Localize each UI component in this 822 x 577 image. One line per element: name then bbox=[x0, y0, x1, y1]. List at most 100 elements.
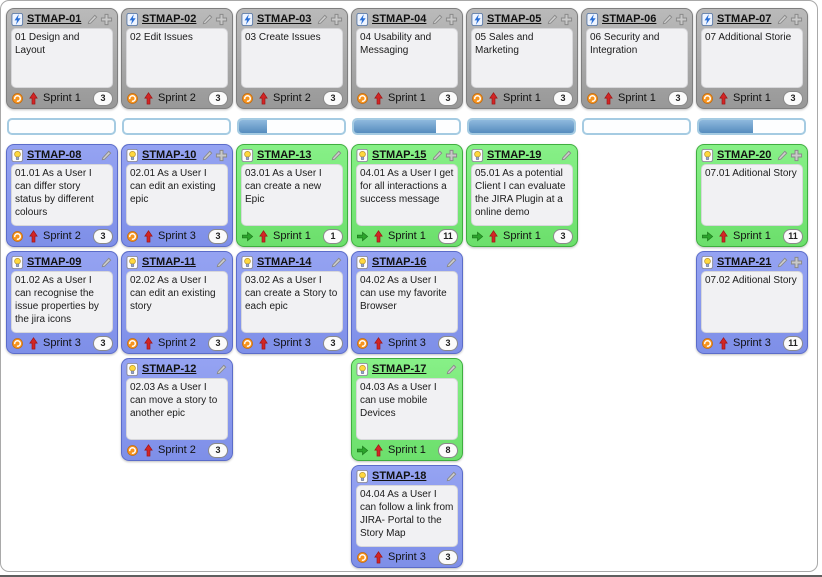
plus-icon[interactable] bbox=[790, 13, 803, 26]
story-card-stmap-19[interactable]: STMAP-19 05.01 As a potential Client I c… bbox=[466, 144, 578, 247]
issue-key-link[interactable]: STMAP-21 bbox=[717, 256, 772, 268]
pencil-icon[interactable] bbox=[201, 149, 214, 162]
plus-icon[interactable] bbox=[560, 13, 573, 26]
story-card-stmap-13[interactable]: STMAP-13 03.01 As a User I can create a … bbox=[236, 144, 348, 247]
issue-key-link[interactable]: STMAP-15 bbox=[372, 149, 427, 161]
pencil-icon[interactable] bbox=[431, 149, 444, 162]
estimate-badge: 3 bbox=[208, 335, 228, 351]
epic-card-stmap-06[interactable]: STMAP-06 06 Security and Integration Spr… bbox=[581, 8, 693, 109]
card-footer: Sprint 2 3 bbox=[241, 90, 343, 106]
pencil-icon[interactable] bbox=[431, 13, 444, 26]
issue-key-link[interactable]: STMAP-14 bbox=[257, 256, 312, 268]
pencil-icon[interactable] bbox=[86, 13, 99, 26]
pencil-icon[interactable] bbox=[661, 13, 674, 26]
red-up-arrow-priority-icon bbox=[27, 229, 40, 243]
issue-key-link[interactable]: STMAP-05 bbox=[487, 13, 542, 25]
issue-key-link[interactable]: STMAP-11 bbox=[142, 256, 196, 268]
plus-icon[interactable] bbox=[100, 13, 113, 26]
estimate-badge: 3 bbox=[208, 228, 228, 244]
issue-key-link[interactable]: STMAP-08 bbox=[27, 149, 82, 161]
pencil-icon[interactable] bbox=[100, 149, 113, 162]
pencil-icon[interactable] bbox=[215, 363, 228, 376]
story-card-stmap-08[interactable]: STMAP-08 01.01 As a User I can differ st… bbox=[6, 144, 118, 247]
card-footer: Sprint 1 3 bbox=[701, 90, 803, 106]
epic-column-6: STMAP-06 06 Security and Integration Spr… bbox=[581, 8, 693, 568]
pencil-icon[interactable] bbox=[215, 256, 228, 269]
story-card-stmap-17[interactable]: STMAP-17 04.03 As a User I can use mobil… bbox=[351, 358, 463, 461]
card-header: STMAP-11 bbox=[126, 254, 228, 270]
lightning-page-icon bbox=[701, 12, 714, 26]
epic-card-stmap-05[interactable]: STMAP-05 05 Sales and Marketing Sprint 1… bbox=[466, 8, 578, 109]
plus-icon[interactable] bbox=[330, 13, 343, 26]
plus-icon[interactable] bbox=[790, 256, 803, 269]
story-card-stmap-21[interactable]: STMAP-21 07.02 Aditional Story Sprint 3 … bbox=[696, 251, 808, 354]
issue-key-link[interactable]: STMAP-04 bbox=[372, 13, 427, 25]
pencil-icon[interactable] bbox=[546, 13, 559, 26]
card-actions bbox=[776, 149, 803, 162]
pencil-icon[interactable] bbox=[201, 13, 214, 26]
story-card-stmap-14[interactable]: STMAP-14 03.02 As a User I can create a … bbox=[236, 251, 348, 354]
story-card-stmap-15[interactable]: STMAP-15 04.01 As a User I get for all i… bbox=[351, 144, 463, 247]
epic-card-stmap-04[interactable]: STMAP-04 04 Usability and Messaging Spri… bbox=[351, 8, 463, 109]
issue-key-link[interactable]: STMAP-18 bbox=[372, 470, 427, 482]
sprint-label: Sprint 1 bbox=[503, 230, 541, 242]
card-header: STMAP-13 bbox=[241, 147, 343, 163]
plus-icon[interactable] bbox=[445, 13, 458, 26]
sprint-label: Sprint 1 bbox=[503, 92, 541, 104]
lightbulb-page-icon bbox=[241, 255, 254, 269]
issue-key-link[interactable]: STMAP-10 bbox=[142, 149, 197, 161]
pencil-icon[interactable] bbox=[316, 13, 329, 26]
issue-key-link[interactable]: STMAP-03 bbox=[257, 13, 312, 25]
issue-key-link[interactable]: STMAP-20 bbox=[717, 149, 772, 161]
story-card-stmap-10[interactable]: STMAP-10 02.01 As a User I can edit an e… bbox=[121, 144, 233, 247]
pencil-icon[interactable] bbox=[560, 149, 573, 162]
plus-icon[interactable] bbox=[215, 13, 228, 26]
issue-key-link[interactable]: STMAP-07 bbox=[717, 13, 772, 25]
issue-summary: 02.03 As a User I can move a story to an… bbox=[126, 378, 228, 440]
issue-key-link[interactable]: STMAP-13 bbox=[257, 149, 312, 161]
pencil-icon[interactable] bbox=[330, 256, 343, 269]
issue-key-link[interactable]: STMAP-12 bbox=[142, 363, 197, 375]
progress-fill bbox=[469, 120, 574, 133]
issue-key-link[interactable]: STMAP-01 bbox=[27, 13, 82, 25]
epic-card-stmap-01[interactable]: STMAP-01 01 Design and Layout Sprint 1 3 bbox=[6, 8, 118, 109]
pencil-icon[interactable] bbox=[100, 256, 113, 269]
pencil-icon[interactable] bbox=[776, 13, 789, 26]
issue-key-link[interactable]: STMAP-06 bbox=[602, 13, 657, 25]
plus-icon[interactable] bbox=[790, 149, 803, 162]
pencil-icon[interactable] bbox=[330, 149, 343, 162]
card-footer: Sprint 1 3 bbox=[356, 90, 458, 106]
sprint-label: Sprint 3 bbox=[43, 337, 81, 349]
story-card-stmap-16[interactable]: STMAP-16 04.02 As a User I can use my fa… bbox=[351, 251, 463, 354]
issue-summary: 07 Additional Storie bbox=[701, 28, 803, 88]
red-up-arrow-priority-icon bbox=[27, 336, 40, 350]
card-footer: Sprint 1 3 bbox=[471, 228, 573, 244]
issue-summary: 01.02 As a User I can recognise the issu… bbox=[11, 271, 113, 333]
pencil-icon[interactable] bbox=[776, 149, 789, 162]
plus-icon[interactable] bbox=[215, 149, 228, 162]
pencil-icon[interactable] bbox=[445, 363, 458, 376]
card-footer: Sprint 1 3 bbox=[471, 90, 573, 106]
epic-card-stmap-02[interactable]: STMAP-02 02 Edit Issues Sprint 2 3 bbox=[121, 8, 233, 109]
story-card-stmap-09[interactable]: STMAP-09 01.02 As a User I can recognise… bbox=[6, 251, 118, 354]
story-card-stmap-12[interactable]: STMAP-12 02.03 As a User I can move a st… bbox=[121, 358, 233, 461]
issue-key-link[interactable]: STMAP-09 bbox=[27, 256, 82, 268]
epic-card-stmap-07[interactable]: STMAP-07 07 Additional Storie Sprint 1 3 bbox=[696, 8, 808, 109]
story-card-stmap-20[interactable]: STMAP-20 07.01 Aditional Story Sprint 1 … bbox=[696, 144, 808, 247]
pencil-icon[interactable] bbox=[445, 256, 458, 269]
card-header: STMAP-10 bbox=[126, 147, 228, 163]
issue-key-link[interactable]: STMAP-19 bbox=[487, 149, 542, 161]
story-card-stmap-18[interactable]: STMAP-18 04.04 As a User I can follow a … bbox=[351, 465, 463, 568]
issue-key-link[interactable]: STMAP-02 bbox=[142, 13, 197, 25]
epic-card-stmap-03[interactable]: STMAP-03 03 Create Issues Sprint 2 3 bbox=[236, 8, 348, 109]
pencil-icon[interactable] bbox=[776, 256, 789, 269]
card-footer: Sprint 3 3 bbox=[11, 335, 113, 351]
card-footer: Sprint 2 3 bbox=[126, 442, 228, 458]
issue-key-link[interactable]: STMAP-17 bbox=[372, 363, 427, 375]
orange-swirl-status-icon bbox=[701, 337, 714, 350]
story-card-stmap-11[interactable]: STMAP-11 02.02 As a User I can edit an e… bbox=[121, 251, 233, 354]
pencil-icon[interactable] bbox=[445, 470, 458, 483]
plus-icon[interactable] bbox=[445, 149, 458, 162]
plus-icon[interactable] bbox=[675, 13, 688, 26]
issue-key-link[interactable]: STMAP-16 bbox=[372, 256, 427, 268]
